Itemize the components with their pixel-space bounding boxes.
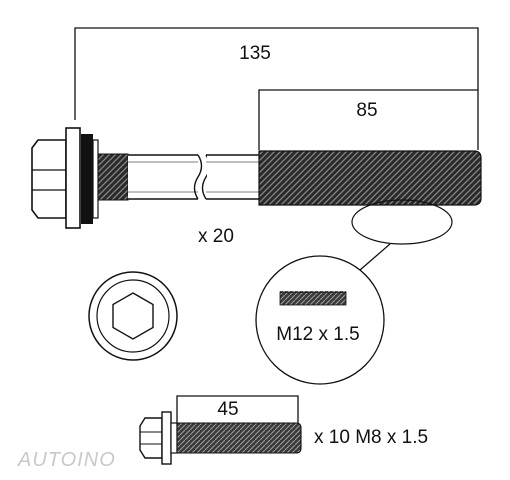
upper-thread <box>97 153 129 201</box>
bolt-head <box>31 127 99 229</box>
main-thread <box>258 150 482 206</box>
thread-spec-label: M12 x 1.5 <box>276 324 359 345</box>
watermark-logo: AUTOINO <box>17 449 116 471</box>
quantity-label: x 20 <box>198 226 234 247</box>
short-thread-length-label: 45 <box>217 399 238 420</box>
bolt-shank <box>128 154 259 200</box>
dimension-45 <box>176 395 299 425</box>
short-bolt-spec-label: x 10 M8 x 1.5 <box>314 427 428 448</box>
overall-length-label: 135 <box>239 43 271 64</box>
watermark-text: AUTOINO <box>17 449 116 471</box>
dimension-85 <box>258 89 478 150</box>
hex-socket <box>112 292 154 340</box>
long-bolt <box>31 127 482 229</box>
dimension-135 <box>74 27 479 150</box>
short-bolt <box>139 411 302 465</box>
thread-length-label: 85 <box>356 100 377 121</box>
bolt-end-view <box>88 271 178 361</box>
thread-profile <box>279 291 347 306</box>
thread-detail-callout <box>255 199 453 385</box>
short-bolt-thread <box>176 422 302 454</box>
